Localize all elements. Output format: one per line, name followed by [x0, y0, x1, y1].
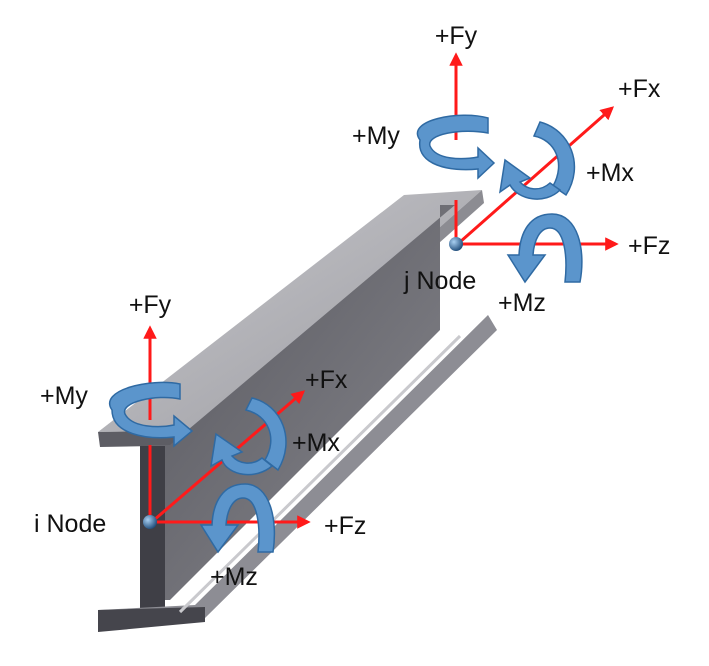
j-fz-label: +Fz: [628, 232, 670, 260]
j-mx-moment-arrow: [498, 121, 576, 200]
i-mx-moment-arrow: [210, 397, 287, 476]
i-node-label: i Node: [34, 510, 106, 538]
j-node-label: j Node: [403, 267, 476, 295]
j-fx-arrow: [459, 106, 615, 244]
j-my-label: +My: [352, 122, 400, 150]
j-my-moment-arrow: [416, 114, 496, 180]
i-mx-label: +Mx: [292, 429, 340, 457]
j-fx-label: +Fx: [618, 75, 661, 103]
beam-bottom-highlight: [178, 334, 462, 614]
j-node-group: [416, 52, 619, 284]
i-my-moment-arrow: [109, 381, 194, 448]
j-mz-moment-arrow: [506, 213, 583, 284]
j-mx-label: +Mx: [586, 159, 634, 187]
i-my-label: +My: [40, 382, 88, 410]
i-fx-label: +Fx: [305, 366, 348, 394]
i-beam: [98, 190, 497, 632]
i-mz-label: +Mz: [210, 563, 258, 591]
i-node-point: [143, 515, 157, 529]
beam-bottom-flange: [98, 315, 497, 622]
j-node-point: [449, 237, 463, 251]
i-node-group: [109, 325, 311, 554]
j-mz-label: +Mz: [498, 289, 546, 317]
i-fy-label: +Fy: [129, 291, 172, 319]
beam-top-flange: [98, 190, 482, 432]
i-mz-moment-arrow: [199, 483, 276, 554]
j-fy-label: +Fy: [435, 22, 478, 50]
i-fz-label: +Fz: [324, 512, 366, 540]
beam-bottom-flange-end: [98, 607, 205, 632]
